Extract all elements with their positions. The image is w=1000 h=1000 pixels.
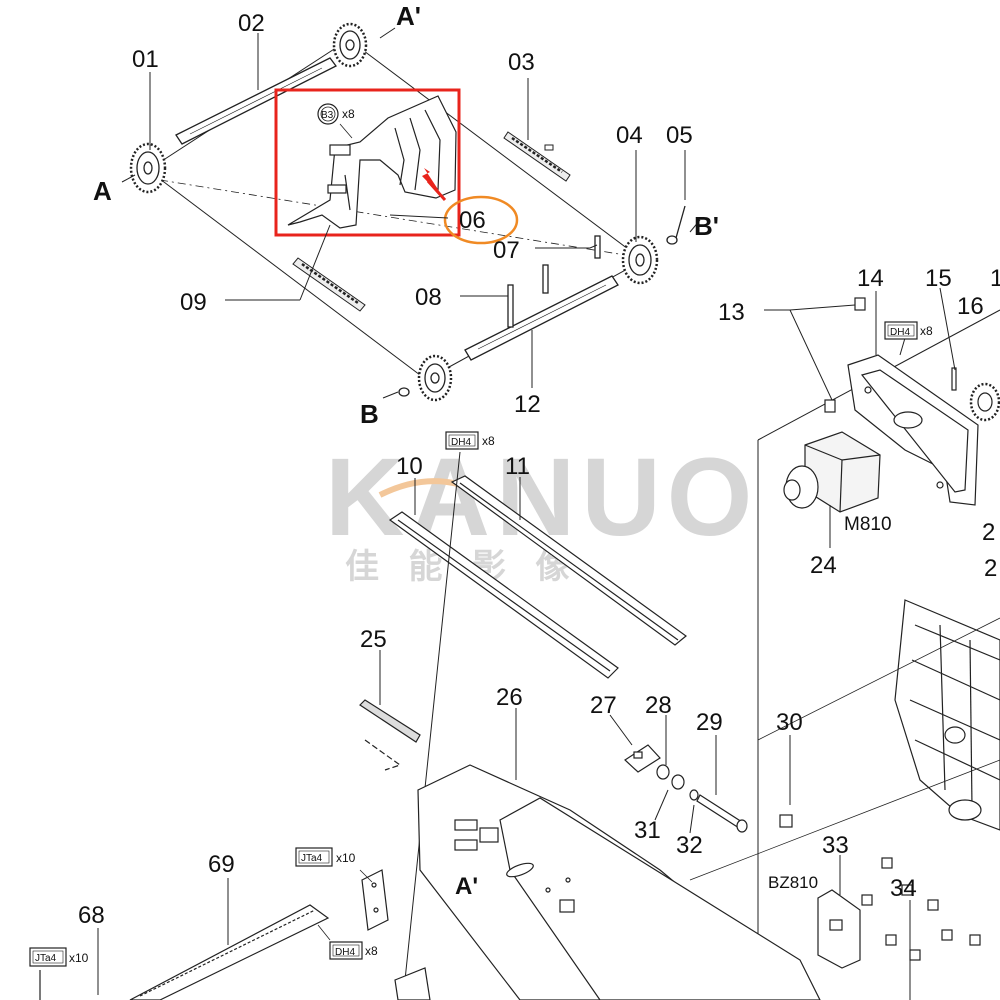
label-edge-right-mid1: 2 (982, 519, 995, 546)
ref-b: B (360, 399, 379, 429)
label-part-12: 12 (514, 391, 541, 418)
sprocket-04 (621, 235, 659, 285)
label-part-09: 09 (180, 289, 207, 316)
label-part-14: 14 (857, 265, 884, 292)
chain-03 (503, 131, 571, 182)
label-part-68: 68 (78, 902, 105, 929)
guide-part-06 (287, 95, 457, 229)
label-part-32: 32 (676, 832, 703, 859)
label-part-30: 30 (776, 709, 803, 736)
screw-dh4-qty-lower: x8 (365, 944, 378, 958)
highlight-circle (443, 195, 519, 245)
label-part-69: 69 (208, 851, 235, 878)
screw-dh4-code-mid: DH4 (451, 437, 471, 448)
part-06-highlight (274, 88, 519, 245)
label-part-10: 10 (396, 453, 423, 480)
label-part-04: 04 (616, 122, 643, 149)
label-part-33: 33 (822, 832, 849, 859)
ref-a-prime: A' (396, 1, 421, 31)
label-part-01: 01 (132, 46, 159, 73)
leader-lines-top (121, 27, 701, 399)
labels-top: 01 02 03 04 05 06 07 08 09 12 A A' B B' (93, 1, 719, 429)
lower-assembly (39, 599, 1000, 1000)
motor-m810 (783, 431, 881, 513)
label-motor-m810: M810 (844, 514, 892, 535)
ref-a-prime-lower: A' (455, 873, 478, 900)
screw-jta4-qty-mid: x10 (336, 851, 356, 865)
label-part-07: 07 (493, 237, 520, 264)
rails (388, 475, 687, 679)
label-part-11: 11 (505, 453, 530, 480)
label-part-16: 16 (957, 293, 984, 320)
top-assembly (129, 22, 686, 402)
label-edge-right-top: 1 (990, 265, 1000, 292)
screw-jta4-qty-left: x10 (69, 951, 89, 965)
screw-dh4-qty-right: x8 (920, 324, 933, 338)
label-part-26: 26 (496, 684, 523, 711)
label-part-29: 29 (696, 709, 723, 736)
label-part-28: 28 (645, 692, 672, 719)
labels-right: 13 14 15 16 1 2 2 M810 24 (718, 265, 1000, 582)
label-part-06: 06 (459, 207, 486, 234)
screw-tag-b3: B3 x8 (317, 103, 355, 139)
screw-tag-dh4-mid: DH4 x8 (445, 431, 495, 450)
label-edge-right-mid2: 2 (984, 555, 997, 582)
label-part-08: 08 (415, 284, 442, 311)
rail-11 (450, 475, 687, 646)
label-part-31: 31 (634, 817, 661, 844)
screw-jta4-code-left: JTa4 (35, 953, 57, 964)
highlight-box (274, 88, 461, 237)
screw-29 (696, 794, 743, 829)
screw-b3-code: B3 (321, 110, 334, 121)
screw-tag-dh4-lower: DH4 x8 (317, 924, 378, 960)
label-strip-25 (359, 699, 421, 743)
label-part-15: 15 (925, 265, 952, 292)
screw-tag-jta4-mid: JTa4 x10 (295, 847, 373, 883)
rail-69 (129, 904, 330, 1000)
motor-assembly (757, 297, 1000, 940)
screw-tag-jta4-left: JTa4 x10 (29, 947, 89, 967)
labels-lower: 10 11 25 26 27 28 29 30 31 32 33 BZ810 3… (78, 453, 917, 929)
sprocket-a (129, 142, 167, 194)
watermark: KANUO 佳 能 影 像 (325, 436, 752, 586)
sprocket-a-prime (332, 22, 368, 68)
screw-jta4-code-mid: JTa4 (301, 853, 323, 864)
label-board-bz810: BZ810 (768, 873, 818, 892)
screw-b3-qty: x8 (342, 107, 355, 121)
label-part-13: 13 (718, 299, 745, 326)
screw-dh4-qty-mid: x8 (482, 434, 495, 448)
label-part-27: 27 (590, 692, 617, 719)
screw-tag-dh4-right: DH4 x8 (884, 321, 933, 340)
screw-dh4-code-right: DH4 (890, 327, 910, 338)
label-part-25: 25 (360, 626, 387, 653)
screw-dh4-code-lower: DH4 (335, 947, 355, 958)
label-part-03: 03 (508, 49, 535, 76)
ref-a: A (93, 176, 112, 206)
leader-lines-mid (97, 451, 911, 1000)
leader-lines-right (764, 287, 956, 548)
ref-b-prime: B' (694, 211, 719, 241)
sprocket-b (417, 354, 453, 402)
chain-09 (292, 257, 366, 312)
label-part-34: 34 (890, 875, 917, 902)
label-part-05: 05 (666, 122, 693, 149)
label-part-02: 02 (238, 10, 265, 37)
label-part-24: 24 (810, 552, 837, 579)
